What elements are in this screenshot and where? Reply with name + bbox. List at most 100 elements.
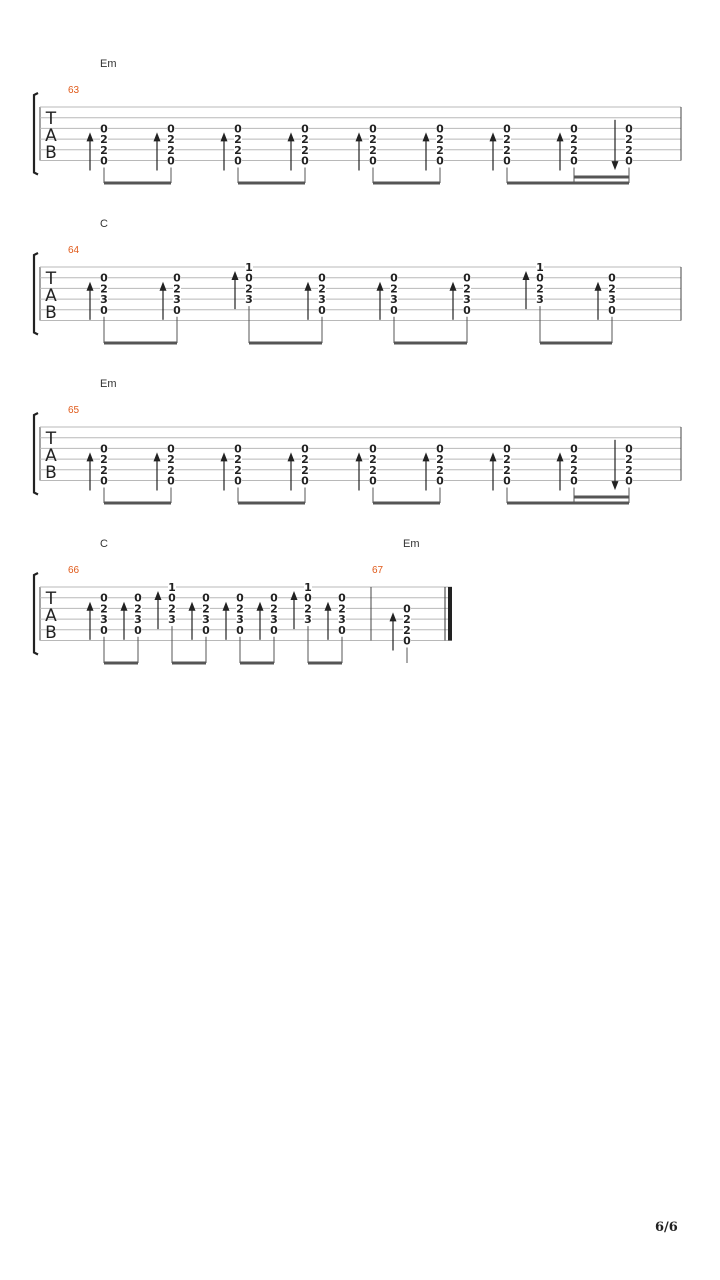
fret-number: 0 (570, 155, 578, 168)
fret-knockout (100, 614, 108, 625)
fret-number: 2 (167, 464, 175, 477)
fret-knockout (134, 603, 142, 614)
fret-knockout (403, 624, 411, 635)
fret-number: 0 (167, 155, 175, 168)
fret-knockout (270, 624, 278, 635)
fret-number: 1 (245, 261, 253, 274)
fret-knockout (167, 155, 175, 166)
fret-number: 2 (570, 453, 578, 466)
fret-knockout (536, 262, 544, 272)
fret-number: 0 (625, 122, 633, 135)
fret-number: 0 (503, 442, 511, 455)
fret-number: 2 (463, 282, 471, 295)
fret-number: 0 (167, 122, 175, 135)
system-bracket (32, 252, 39, 336)
fret-number: 3 (173, 293, 181, 306)
fret-knockout (436, 454, 444, 465)
fret-knockout (167, 475, 175, 486)
fret-knockout (100, 294, 108, 305)
fret-knockout (234, 155, 242, 166)
fret-knockout (173, 304, 181, 315)
tab-clef-letter: T (45, 429, 57, 449)
fret-number: 3 (270, 613, 278, 626)
fret-knockout (234, 464, 242, 475)
strum-up-arrow-head (389, 612, 397, 622)
fret-number: 3 (390, 293, 398, 306)
measure-number: 67 (372, 565, 384, 576)
fret-number: 0 (100, 155, 108, 168)
fret-knockout (245, 294, 253, 305)
system-bracket (32, 412, 39, 496)
fret-knockout (270, 614, 278, 625)
fret-number: 0 (173, 272, 181, 285)
fret-knockout (390, 283, 398, 294)
fret-knockout (234, 144, 242, 155)
fret-knockout (503, 134, 511, 145)
fret-knockout (436, 464, 444, 475)
fret-knockout (436, 134, 444, 145)
fret-number: 2 (304, 602, 312, 615)
note-beam (249, 341, 322, 345)
strum-down-arrow-head (611, 481, 619, 491)
fret-number: 0 (390, 304, 398, 317)
strum-down-arrow-head (611, 161, 619, 171)
fret-knockout (369, 155, 377, 166)
fret-number: 2 (570, 464, 578, 477)
fret-knockout (234, 443, 242, 454)
strum-up-arrow-head (355, 132, 363, 142)
fret-knockout (625, 454, 633, 465)
strum-up-arrow-head (159, 281, 167, 291)
strum-up-arrow-head (449, 281, 457, 291)
fret-number: 0 (570, 442, 578, 455)
fret-number: 0 (202, 624, 210, 637)
fret-number: 3 (463, 293, 471, 306)
fret-number: 2 (369, 144, 377, 157)
fret-number: 0 (100, 475, 108, 488)
fret-knockout (173, 283, 181, 294)
strum-up-arrow-head (86, 281, 94, 291)
fret-knockout (536, 294, 544, 305)
note-beam (104, 341, 177, 345)
strum-up-arrow-head (304, 281, 312, 291)
fret-number: 3 (245, 293, 253, 306)
fret-number: 2 (234, 133, 242, 146)
fret-number: 2 (100, 144, 108, 157)
fret-knockout (234, 134, 242, 145)
strum-up-arrow-head (256, 601, 264, 611)
chord-name: C (100, 218, 108, 230)
fret-number: 2 (625, 133, 633, 146)
fret-number: 2 (234, 453, 242, 466)
fret-knockout (369, 123, 377, 134)
fret-number: 0 (134, 624, 142, 637)
fret-knockout (369, 475, 377, 486)
fret-number: 0 (463, 272, 471, 285)
fret-knockout (168, 603, 176, 614)
fret-knockout (301, 155, 309, 166)
fret-knockout (100, 272, 108, 283)
strum-up-arrow-head (220, 132, 228, 142)
fret-knockout (403, 614, 411, 625)
strum-up-arrow-head (287, 132, 295, 142)
fret-number: 0 (304, 592, 312, 605)
fret-number: 0 (625, 475, 633, 488)
fret-knockout (236, 624, 244, 635)
fret-knockout (167, 123, 175, 134)
fret-knockout (403, 635, 411, 646)
fret-number: 0 (608, 272, 616, 285)
fret-knockout (245, 262, 253, 272)
tab-clef-letter: A (45, 126, 57, 146)
strum-up-arrow-head (422, 132, 430, 142)
note-beam (540, 341, 612, 345)
fret-number: 2 (234, 144, 242, 157)
fret-number: 0 (234, 442, 242, 455)
fret-number: 2 (234, 464, 242, 477)
chord-name: Em (100, 58, 117, 70)
strum-up-arrow-head (556, 132, 564, 142)
fret-number: 3 (100, 613, 108, 626)
fret-knockout (202, 624, 210, 635)
fret-number: 2 (100, 464, 108, 477)
strum-up-arrow-head (489, 452, 497, 462)
fret-knockout (318, 272, 326, 283)
fret-knockout (301, 144, 309, 155)
fret-number: 2 (167, 453, 175, 466)
